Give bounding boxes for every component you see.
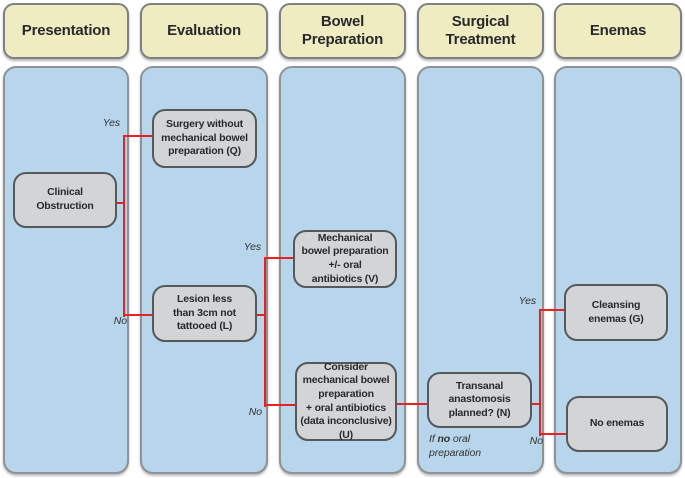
connector-no-to-consider [264, 404, 297, 407]
column-panel-presentation [3, 66, 129, 474]
label-no-noenemas: No [529, 435, 543, 447]
node-mechanical-prep: Mechanical bowel preparation +/- oral an… [293, 230, 397, 288]
note-prefix: If [429, 433, 438, 445]
connector-yes-to-cleansing [539, 308, 566, 311]
node-clinical-obstruction: Clinical Obstruction [13, 172, 117, 228]
node-transanal: Transanal anastomosis planned? (N) [427, 372, 532, 428]
node-no-enemas: No enemas [566, 396, 668, 452]
connector-lesion-stub [256, 314, 266, 317]
column-header-presentation: Presentation [3, 3, 129, 59]
connector-transanal-stub [531, 402, 541, 405]
connector-no-to-lesion [122, 314, 154, 317]
connector-yes-to-surgery [122, 134, 154, 137]
note-if-no-oral-preparation: If no oral preparation [429, 432, 519, 460]
label-no-lesion: No [113, 315, 127, 327]
label-yes-cleansing: Yes [518, 295, 536, 307]
note-emphasis: no [437, 433, 451, 445]
column-header-surgical-treatment: Surgical Treatment [417, 3, 544, 59]
node-consider-prep: Consider mechanical bowel preparation + … [295, 361, 397, 441]
connector-eval-branch [122, 134, 125, 317]
column-header-bowel-preparation: Bowel Preparation [279, 3, 406, 59]
connector-prep-branch [264, 256, 267, 407]
column-header-enemas: Enemas [554, 3, 682, 59]
label-no-consider: No [248, 406, 262, 418]
column-header-evaluation: Evaluation [140, 3, 268, 59]
node-cleansing-enemas: Cleansing enemas (G) [564, 284, 668, 341]
node-lesion-small: Lesion less than 3cm not tattooed (L) [152, 285, 257, 342]
note-suffix: oral preparation [429, 433, 482, 460]
label-yes-surgery: Yes [102, 117, 120, 129]
connector-clinical-stub [117, 201, 125, 204]
node-surgery-without-prep: Surgery without mechanical bowel prepara… [152, 109, 257, 168]
connector-no-to-noenemas [539, 433, 568, 436]
connector-consider-to-transanal [396, 402, 428, 405]
connector-yes-to-mechanical [264, 256, 295, 259]
label-yes-mechanical: Yes [243, 241, 261, 253]
connector-enemas-branch [539, 308, 542, 436]
